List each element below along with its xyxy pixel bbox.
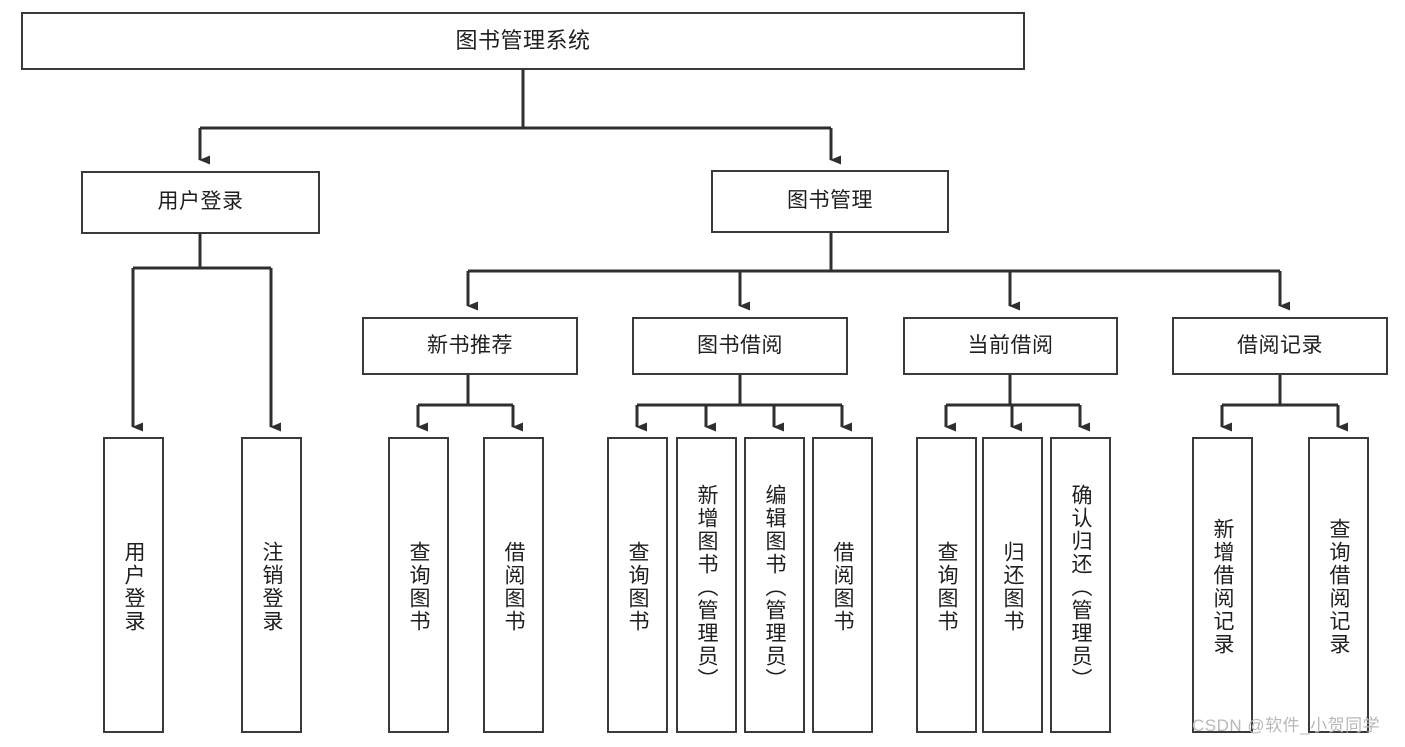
node-label: 图书管理系统: [455, 28, 591, 54]
node-label: 用户登录: [157, 190, 244, 214]
node-current-borrow[interactable]: 当前借阅: [903, 317, 1118, 375]
node-user-login[interactable]: 用户登录: [81, 171, 320, 234]
node-label: 查询图书: [935, 541, 959, 633]
node-leaf-query-book-borrow[interactable]: 查询图书: [607, 437, 668, 733]
node-leaf-logout[interactable]: 注销登录: [241, 437, 302, 733]
node-root-system[interactable]: 图书管理系统: [21, 12, 1025, 70]
node-label: 确认归还（管理员）: [1069, 483, 1093, 691]
node-label: 借阅记录: [1237, 333, 1323, 357]
node-label: 查询借阅记录: [1327, 518, 1351, 656]
node-new-book-recommend[interactable]: 新书推荐: [362, 317, 578, 375]
node-leaf-return-book[interactable]: 归还图书: [982, 437, 1043, 733]
node-leaf-user-login[interactable]: 用户登录: [103, 437, 164, 733]
node-leaf-query-book-current[interactable]: 查询图书: [916, 437, 977, 733]
node-book-borrow[interactable]: 图书借阅: [632, 317, 848, 375]
node-label: 图书借阅: [697, 333, 783, 357]
node-leaf-query-borrow-record[interactable]: 查询借阅记录: [1308, 437, 1369, 733]
node-label: 借阅图书: [831, 541, 855, 633]
node-label: 用户登录: [122, 541, 146, 633]
node-label: 新书推荐: [427, 333, 513, 357]
node-label: 新增图书（管理员）: [695, 483, 719, 691]
node-label: 注销登录: [260, 541, 284, 633]
node-leaf-add-book-admin[interactable]: 新增图书（管理员）: [676, 437, 737, 733]
node-label: 查询图书: [626, 541, 650, 633]
node-leaf-borrow-book-newbook[interactable]: 借阅图书: [483, 437, 544, 733]
node-borrow-records[interactable]: 借阅记录: [1172, 317, 1388, 375]
node-label: 编辑图书（管理员）: [763, 483, 787, 691]
node-label: 新增借阅记录: [1211, 518, 1235, 656]
node-leaf-query-book-newbook[interactable]: 查询图书: [388, 437, 449, 733]
node-label: 借阅图书: [502, 541, 526, 633]
node-label: 图书管理: [787, 189, 873, 213]
node-label: 当前借阅: [967, 333, 1054, 357]
node-label: 查询图书: [407, 541, 431, 633]
node-label: 归还图书: [1001, 541, 1025, 633]
node-leaf-add-borrow-record[interactable]: 新增借阅记录: [1192, 437, 1253, 733]
node-leaf-confirm-return-admin[interactable]: 确认归还（管理员）: [1050, 437, 1111, 733]
node-leaf-borrow-book[interactable]: 借阅图书: [812, 437, 873, 733]
node-leaf-edit-book-admin[interactable]: 编辑图书（管理员）: [744, 437, 805, 733]
node-book-management[interactable]: 图书管理: [711, 170, 949, 233]
